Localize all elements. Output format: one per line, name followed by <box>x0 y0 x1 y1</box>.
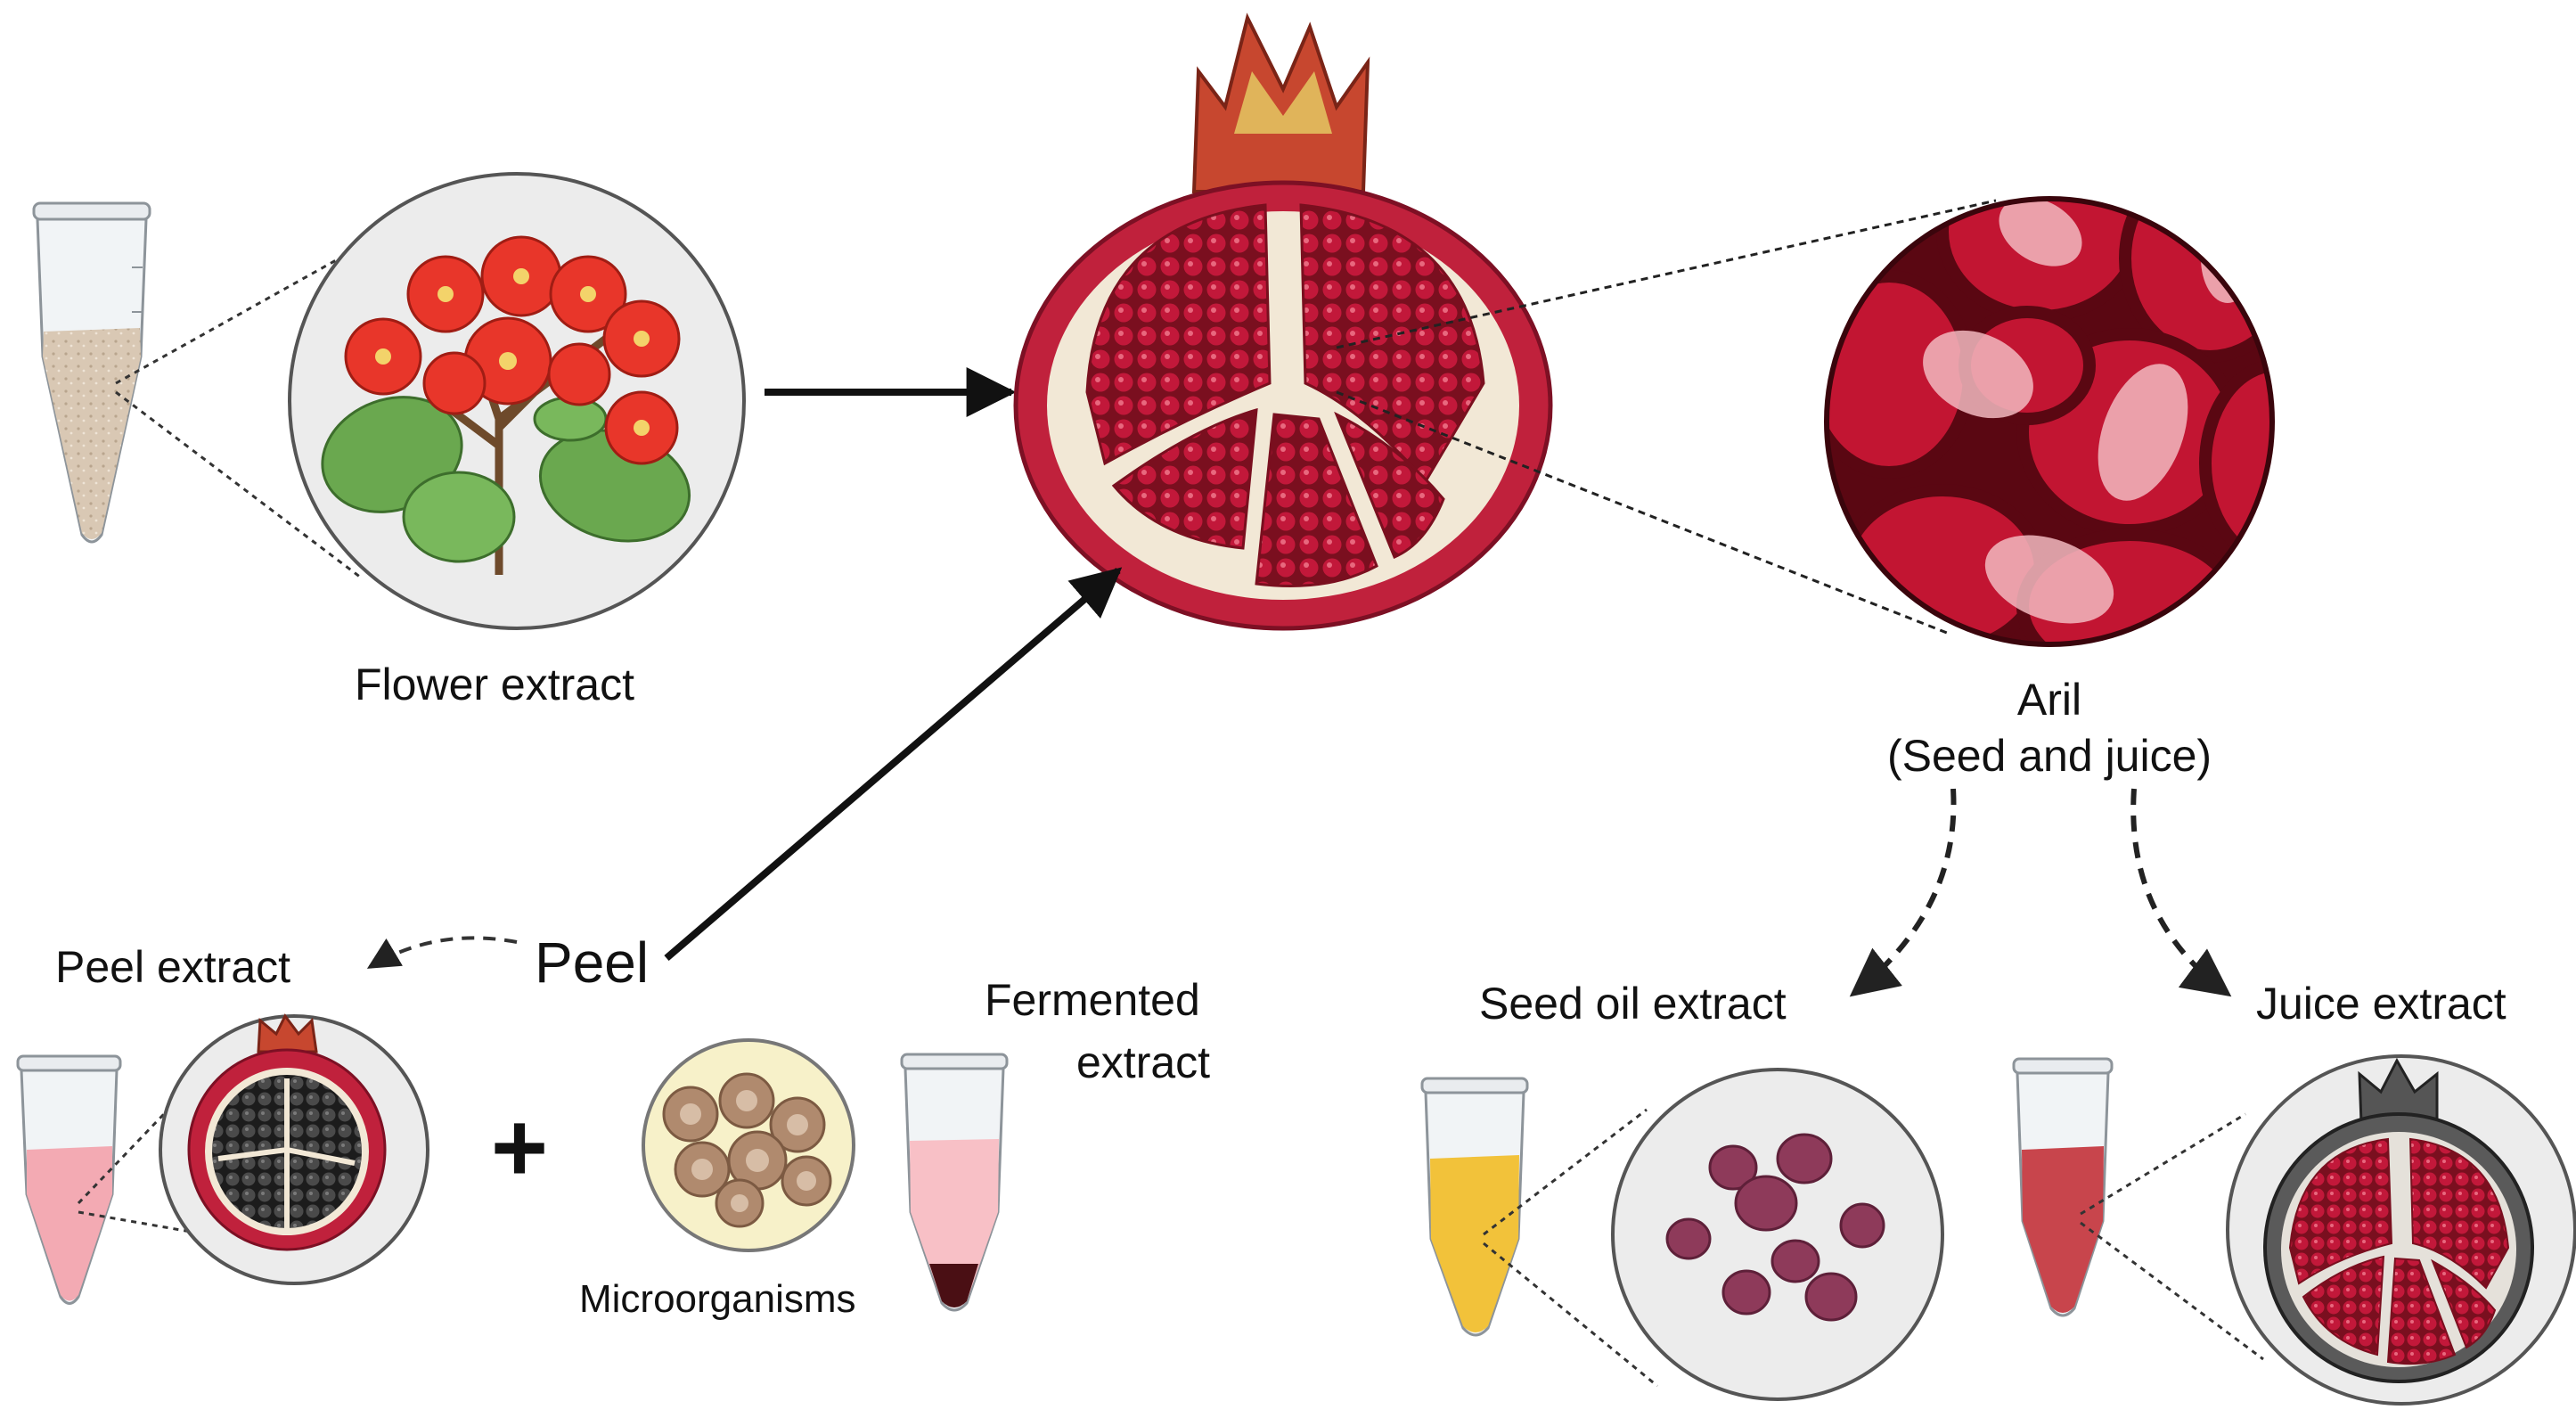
fermented-sublabel: extract <box>1076 1037 1211 1087</box>
peel-extract-label: Peel extract <box>55 942 291 992</box>
pomegranate-icon <box>1013 12 1553 631</box>
flower-magnify-circle <box>288 172 746 630</box>
peel-tube-icon <box>16 1054 122 1305</box>
aril-sublabel: (Seed and juice) <box>1886 731 2212 781</box>
juice-magnify-circle <box>2226 1054 2576 1406</box>
aril-label: Aril <box>2016 675 2082 725</box>
fermented-tube-icon <box>900 1053 1009 1312</box>
flower-tube-icon <box>32 201 151 544</box>
juice-extract-label: Juice extract <box>2256 979 2506 1029</box>
seed-oil-extract-label: Seed oil extract <box>1479 979 1787 1029</box>
plus-sign: + <box>491 1093 548 1202</box>
seeds-magnify-circle <box>1611 1068 1944 1401</box>
peel-magnify-circle <box>159 1013 429 1285</box>
aril-magnify-circle <box>1824 196 2275 647</box>
microorganisms-circle <box>642 1038 855 1252</box>
flower-extract-label: Flower extract <box>355 660 634 709</box>
juice-tube-icon <box>2012 1057 2114 1317</box>
fermented-label: Fermented <box>985 975 1200 1025</box>
aril-to-seed-arrow <box>1849 788 1957 997</box>
peel-label: Peel <box>535 930 650 995</box>
peel-to-extract-arrow <box>366 936 518 969</box>
peel-to-fruit-arrow <box>664 567 1123 962</box>
microorganisms-label: Microorganisms <box>579 1277 856 1321</box>
aril-to-juice-arrow <box>2130 788 2232 997</box>
seed-oil-tube-icon <box>1420 1077 1529 1337</box>
